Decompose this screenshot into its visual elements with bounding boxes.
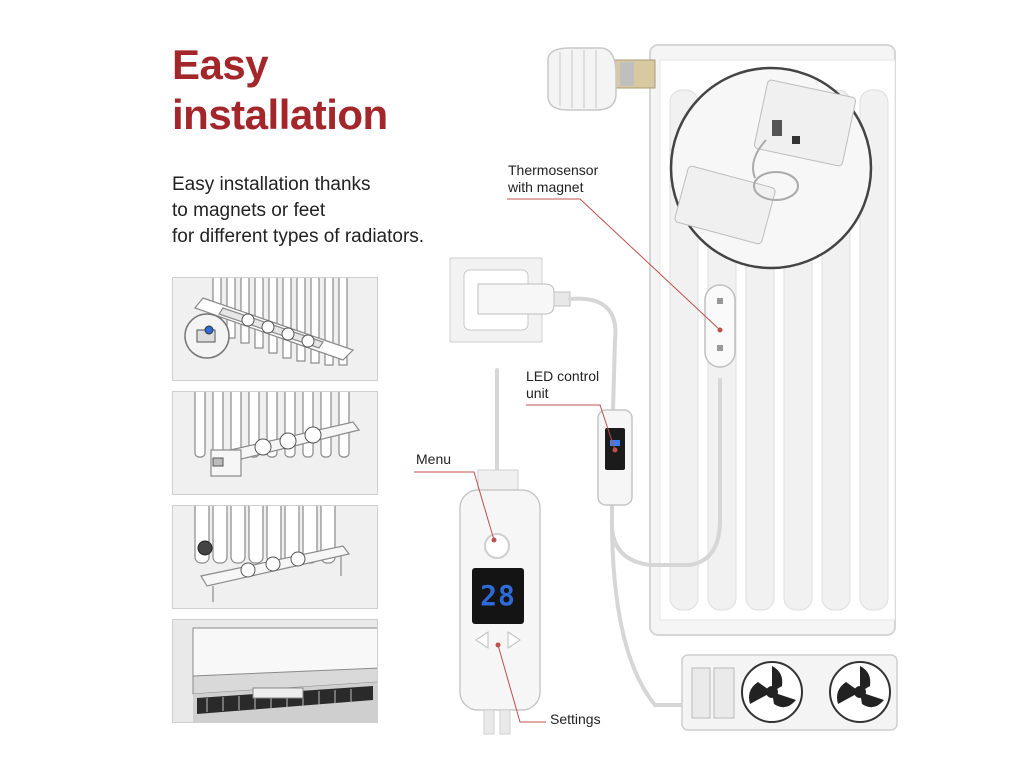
feet-column-illustration — [194, 392, 361, 477]
controller-device — [459, 469, 541, 735]
feet-cast-iron-illustration — [194, 506, 351, 602]
settings-marker — [495, 642, 501, 648]
callout-settings: Settings — [550, 711, 601, 728]
leader-lines — [414, 198, 721, 723]
heading-line-2: installation — [172, 91, 388, 138]
install-panel-floor-convector — [172, 619, 378, 723]
thermosensor-marker — [717, 327, 723, 333]
display-digits: 28 — [480, 578, 516, 612]
callout-led-control-line-1: LED control — [526, 368, 600, 384]
callout-led-control: LED control unit — [526, 368, 599, 402]
heading-line-1: Easy — [172, 41, 269, 88]
callout-thermosensor: Thermosensor with magnet — [508, 162, 598, 196]
thermostatic-valve — [547, 47, 656, 111]
description-line-1: Easy installation thanks — [172, 174, 371, 195]
description: Easy installation thanks to magnets or f… — [172, 172, 424, 250]
callout-settings-label: Settings — [550, 711, 601, 727]
description-line-2: to magnets or feet — [172, 200, 326, 221]
wall-socket — [449, 257, 571, 343]
callout-thermosensor-line-1: Thermosensor — [508, 162, 599, 178]
cables — [495, 296, 722, 707]
menu-marker — [491, 537, 497, 543]
callout-menu: Menu — [416, 451, 451, 468]
zoom-detail — [669, 66, 873, 270]
floor-convector-illustration — [173, 620, 377, 722]
led-unit-marker — [612, 447, 618, 453]
fan-unit — [681, 654, 898, 731]
install-panel-feet-cast-iron — [172, 505, 378, 609]
install-panel-feet-column — [172, 391, 378, 495]
heading: Easy installation — [172, 40, 388, 140]
led-control-unit — [597, 409, 633, 506]
callout-menu-label: Menu — [416, 451, 452, 467]
menu-button — [484, 533, 510, 559]
callout-thermosensor-line-2: with magnet — [508, 179, 584, 195]
description-line-3: for different types of radiators. — [172, 226, 425, 247]
magnet-mount-illustration — [184, 278, 355, 366]
controller-display: 28 — [472, 566, 524, 624]
install-panel-magnet — [172, 277, 378, 381]
thermosensor-module — [704, 284, 736, 368]
callout-led-control-line-2: unit — [526, 385, 549, 401]
